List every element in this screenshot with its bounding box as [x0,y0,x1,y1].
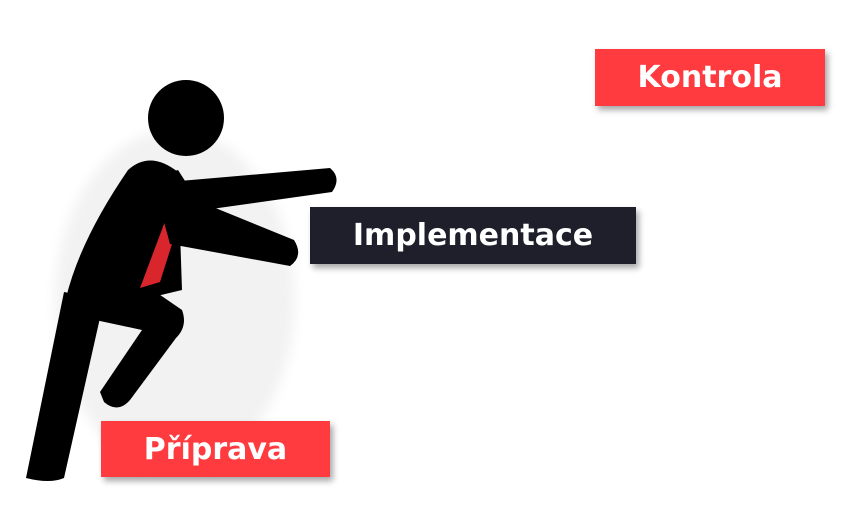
figure-head [148,80,224,156]
figure-arm-lower [158,196,299,266]
step-box-priprava: Příprava [101,421,330,477]
step-box-kontrola: Kontrola [595,49,825,106]
figure-leg-straight [26,292,104,481]
step-box-implementace: Implementace [310,207,636,264]
figure-arm-upper [168,168,337,212]
